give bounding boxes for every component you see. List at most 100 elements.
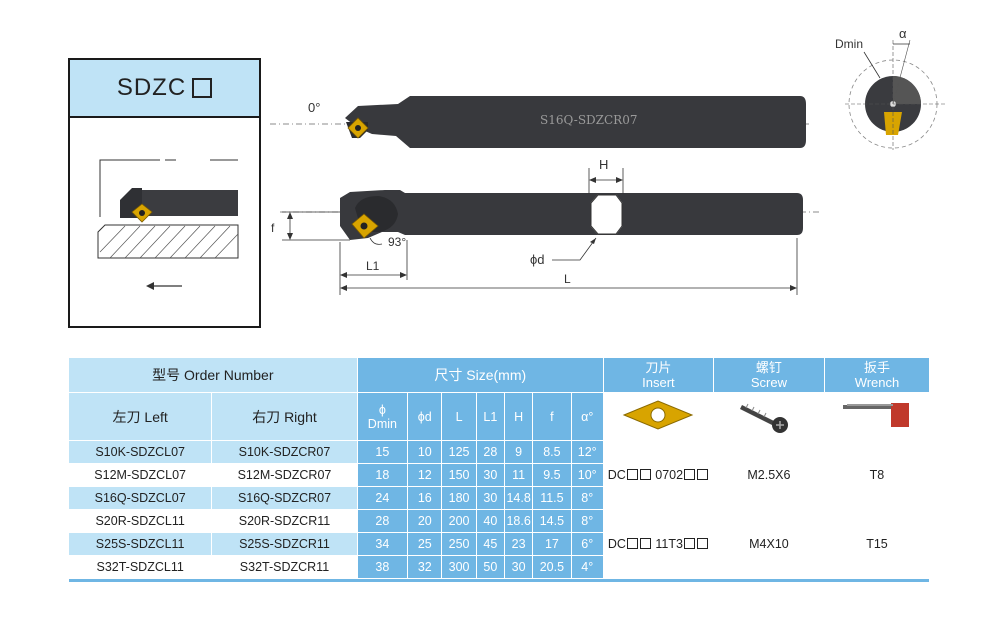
tool-drawing: 0° S16Q-SDZCR07 H ϕd f 93° L1 L	[270, 26, 945, 295]
cell-wrench: T8	[823, 440, 931, 510]
cell-f: 20.5	[532, 555, 572, 579]
header-phid: ϕd	[407, 392, 443, 441]
bar-top	[345, 96, 806, 148]
cell-H: 9	[503, 440, 534, 464]
cell-L1: 28	[475, 440, 505, 464]
wrench-image	[823, 392, 931, 441]
wrench-icon	[842, 403, 909, 427]
f-label: f	[271, 221, 275, 235]
cell-alpha: 10°	[570, 463, 604, 487]
cell-screw: M4X10	[712, 509, 825, 579]
header-right: 右刀 Right	[211, 392, 358, 441]
cell-alpha: 8°	[570, 509, 604, 533]
cell-right: S25S-SDZCR11	[211, 532, 358, 556]
cell-alpha: 6°	[570, 532, 604, 556]
L1-label: L1	[366, 259, 380, 273]
header-L: L	[441, 392, 477, 441]
cell-left: S16Q-SDZCL07	[67, 486, 213, 510]
header-size: 尺寸 Size(mm)	[356, 357, 604, 393]
title-box: SDZC	[68, 58, 261, 328]
cell-f: 17	[532, 532, 572, 556]
cell-L1: 30	[475, 486, 505, 510]
cell-phid: 20	[407, 509, 443, 533]
angle-93-label: 93°	[388, 235, 406, 249]
screw-image	[712, 392, 825, 441]
cell-L: 125	[441, 440, 477, 464]
header-order-number: 型号 Order Number	[68, 357, 358, 393]
cell-L: 300	[441, 555, 477, 579]
cell-right: S32T-SDZCR11	[211, 555, 358, 579]
cell-right: S10K-SDZCR07	[211, 440, 358, 464]
header-L1: L1	[475, 392, 505, 441]
cell-L1: 50	[475, 555, 505, 579]
cell-dmin: 34	[356, 532, 409, 556]
cell-insert-code: DC 0702	[602, 440, 714, 510]
header-left: 左刀 Left	[67, 392, 213, 441]
L-label: L	[564, 272, 571, 286]
alpha-label: α	[899, 26, 907, 41]
cell-H: 18.6	[503, 509, 534, 533]
cell-phid: 25	[407, 532, 443, 556]
cell-L: 150	[441, 463, 477, 487]
cell-H: 30	[503, 555, 534, 579]
header-f: f	[532, 392, 572, 441]
cell-dmin: 38	[356, 555, 409, 579]
cell-H: 14.8	[503, 486, 534, 510]
cell-insert-code: DC 11T3	[602, 509, 714, 579]
insert-image	[602, 392, 714, 441]
cell-L1: 40	[475, 509, 505, 533]
cell-dmin: 24	[356, 486, 409, 510]
title-square-icon	[192, 78, 213, 98]
cell-L1: 30	[475, 463, 505, 487]
cell-left: S25S-SDZCL11	[67, 532, 213, 556]
cell-wrench: T15	[823, 509, 931, 579]
insert-end-view	[884, 112, 902, 135]
cell-L: 180	[441, 486, 477, 510]
cell-alpha: 8°	[570, 486, 604, 510]
cell-f: 8.5	[532, 440, 572, 464]
cell-phid: 12	[407, 463, 443, 487]
header-alpha: α°	[570, 392, 604, 441]
insert-icon	[623, 400, 694, 430]
bar-marking: S16Q-SDZCR07	[540, 113, 638, 127]
cell-dmin: 15	[356, 440, 409, 464]
cell-right: S20R-SDZCR11	[211, 509, 358, 533]
cell-phid: 32	[407, 555, 443, 579]
header-H: H	[503, 392, 534, 441]
cell-f: 11.5	[532, 486, 572, 510]
cell-screw: M2.5X6	[712, 440, 825, 510]
cell-L1: 45	[475, 532, 505, 556]
cell-alpha: 12°	[570, 440, 604, 464]
bar-bottom	[340, 190, 803, 240]
cell-H: 11	[503, 463, 534, 487]
phid-label: ϕd	[530, 252, 545, 267]
cell-left: S20R-SDZCL11	[67, 509, 213, 533]
table-bottom-border	[68, 578, 930, 583]
cell-left: S32T-SDZCL11	[67, 555, 213, 579]
product-title-text: SDZC	[116, 74, 187, 101]
cell-phid: 10	[407, 440, 443, 464]
cell-f: 14.5	[532, 509, 572, 533]
cell-L: 200	[441, 509, 477, 533]
cell-L: 250	[441, 532, 477, 556]
boring-inset-drawing	[97, 159, 239, 290]
product-title: SDZC	[70, 60, 259, 118]
cell-left: S10K-SDZCL07	[67, 440, 213, 464]
cell-dmin: 18	[356, 463, 409, 487]
cell-H: 23	[503, 532, 534, 556]
cell-phid: 16	[407, 486, 443, 510]
cell-dmin: 28	[356, 509, 409, 533]
cell-f: 9.5	[532, 463, 572, 487]
cell-alpha: 4°	[570, 555, 604, 579]
